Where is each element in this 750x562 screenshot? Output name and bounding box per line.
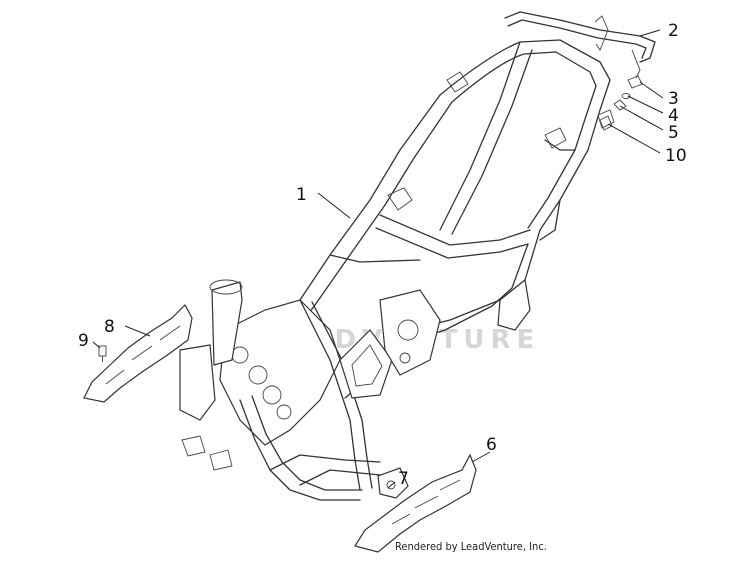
callout-4: 4 <box>668 106 679 126</box>
callout-labels: 1 2 3 4 5 6 7 8 9 10 <box>78 21 687 489</box>
rendered-by-credit: Rendered by LeadVenture, Inc. <box>395 540 547 553</box>
callout-9: 9 <box>78 331 89 351</box>
leader-lines <box>92 29 664 489</box>
callout-1: 1 <box>296 185 307 205</box>
callout-3: 3 <box>668 89 679 109</box>
callout-7: 7 <box>398 469 409 489</box>
callout-6: 6 <box>486 435 497 455</box>
footrest-bracket-left[interactable] <box>83 304 193 403</box>
grab-handle[interactable] <box>504 11 656 79</box>
bracket-part-7[interactable] <box>377 467 409 499</box>
screw-part-3[interactable] <box>627 75 643 89</box>
callout-8: 8 <box>104 317 115 337</box>
callout-5: 5 <box>668 123 679 143</box>
callout-10: 10 <box>665 146 687 166</box>
nut-part-5[interactable] <box>613 99 627 111</box>
screw-part-9[interactable] <box>98 345 107 362</box>
callout-2: 2 <box>668 21 679 41</box>
footrest-bracket-right[interactable] <box>354 453 477 553</box>
washer-part-4[interactable] <box>621 93 631 99</box>
main-frame[interactable] <box>179 39 615 501</box>
